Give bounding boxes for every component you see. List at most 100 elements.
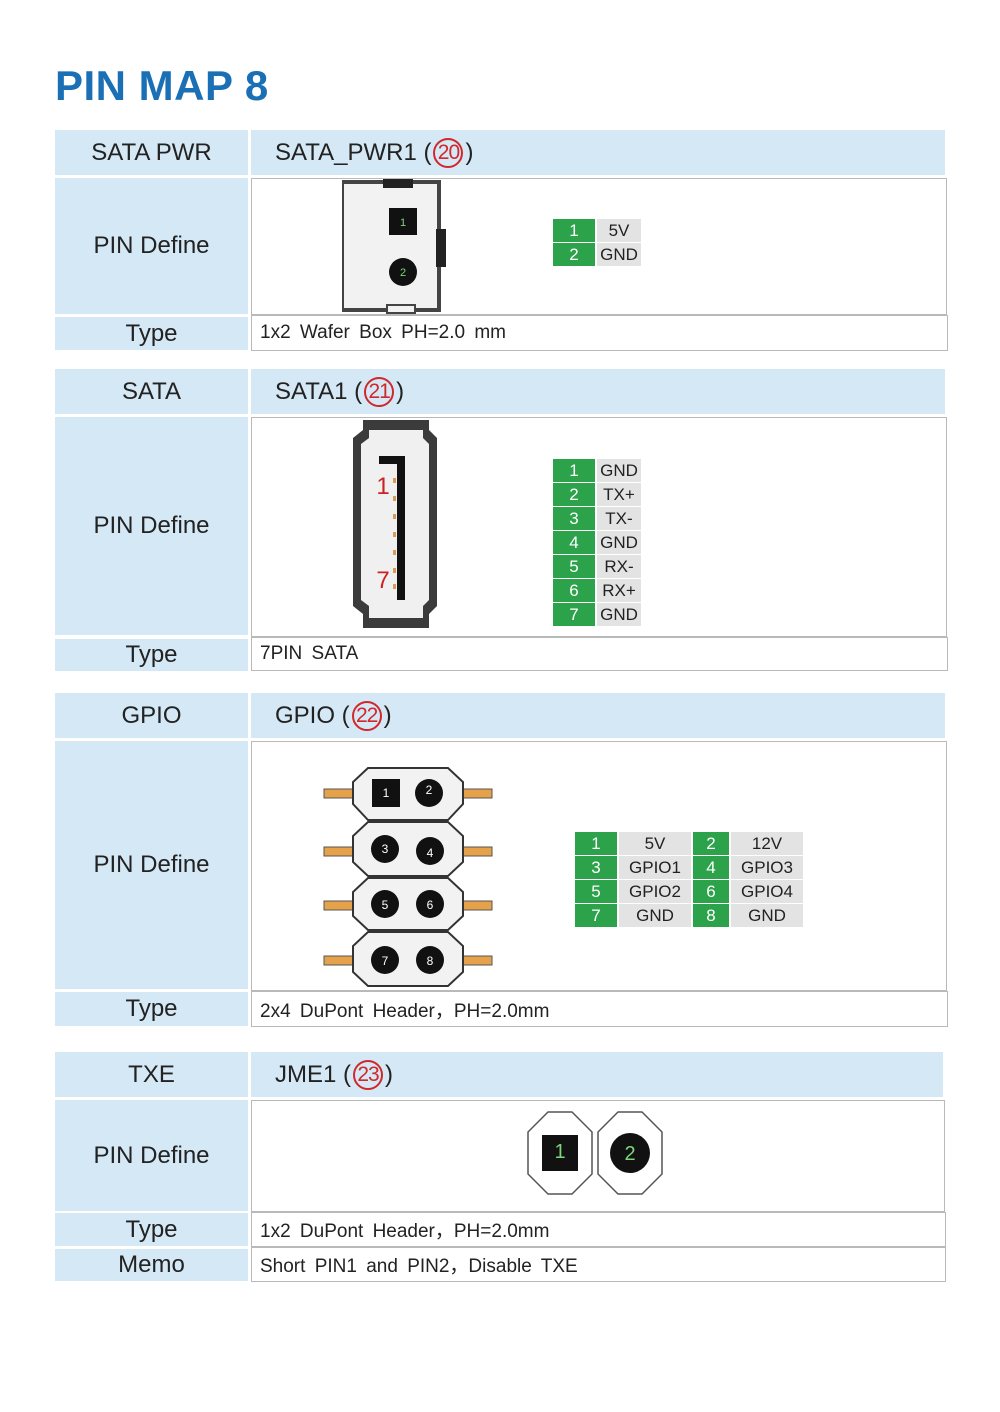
type-value: 2x4 DuPont Header，PH=2.0mm <box>251 991 948 1027</box>
pin-signal: GPIO3 <box>731 856 803 879</box>
sata-connector-diagram: 1 7 <box>353 420 437 628</box>
pin-signal: GND <box>619 904 691 927</box>
section-label: SATA <box>55 369 248 414</box>
diagram-pin-2: 2 <box>426 783 433 797</box>
diagram-pin-8: 8 <box>427 954 434 968</box>
pin-signal: GPIO4 <box>731 880 803 903</box>
pin-signal: GPIO2 <box>619 880 691 903</box>
dupont-header-diagram: 1 2 3 4 5 6 7 8 <box>323 767 493 987</box>
pin-number: 2 <box>553 483 595 506</box>
connector-name-close: ) <box>465 138 474 166</box>
pin-number: 5 <box>553 555 595 578</box>
pin-number: 7 <box>575 904 617 927</box>
connector-header: JME1 (23) <box>251 1052 943 1097</box>
pin-signal: 5V <box>619 832 691 855</box>
pin-number: 6 <box>693 880 729 903</box>
pin-signal: 12V <box>731 832 803 855</box>
pin-signal: GND <box>597 243 641 266</box>
pin-number: 3 <box>553 507 595 530</box>
pin-signal: RX- <box>597 555 641 578</box>
pin-number: 8 <box>693 904 729 927</box>
pin-number: 6 <box>553 579 595 602</box>
callout-number: 23 <box>353 1059 384 1090</box>
pin-define-label: PIN Define <box>55 178 248 314</box>
section-label: GPIO <box>55 693 248 738</box>
pin-number: 4 <box>693 856 729 879</box>
pin-signal: RX+ <box>597 579 641 602</box>
diagram-pin-1: 1 <box>376 473 389 500</box>
connector-name-close: ) <box>383 701 392 729</box>
memo-label: Memo <box>55 1249 248 1281</box>
pin-number: 1 <box>575 832 617 855</box>
diagram-pin-2: 2 <box>624 1143 635 1165</box>
pin-signal: 5V <box>597 219 641 242</box>
type-label: Type <box>55 1213 248 1246</box>
pin-number: 1 <box>553 459 595 482</box>
connector-name: GPIO ( <box>275 701 350 729</box>
pin-define-label: PIN Define <box>55 417 248 635</box>
diagram-pin-2: 2 <box>400 267 406 279</box>
pin-signal: GND <box>597 459 641 482</box>
connector-header: SATA_PWR1 (20) <box>251 130 945 175</box>
connector-name-close: ) <box>396 377 405 405</box>
type-label: Type <box>55 992 248 1026</box>
diagram-pin-1: 1 <box>554 1141 565 1163</box>
pin-number: 2 <box>553 243 595 266</box>
callout-number: 20 <box>433 137 464 168</box>
pin-number: 5 <box>575 880 617 903</box>
section-label: SATA PWR <box>55 130 248 175</box>
type-value: 1x2 DuPont Header，PH=2.0mm <box>251 1212 946 1247</box>
pin-number: 4 <box>553 531 595 554</box>
connector-name: SATA1 ( <box>275 377 363 405</box>
diagram-pin-6: 6 <box>427 898 434 912</box>
type-label: Type <box>55 317 248 350</box>
pin-number: 2 <box>693 832 729 855</box>
connector-name: JME1 ( <box>275 1060 352 1088</box>
pin-define-label: PIN Define <box>55 741 248 989</box>
diagram-pin-7: 7 <box>382 954 389 968</box>
type-value: 1x2 Wafer Box PH=2.0 mm <box>251 315 948 351</box>
page-title: PIN MAP 8 <box>55 62 269 109</box>
pin-signal: GPIO1 <box>619 856 691 879</box>
pin-number: 1 <box>553 219 595 242</box>
type-value: 7PIN SATA <box>251 637 948 671</box>
pin-define-label: PIN Define <box>55 1100 248 1211</box>
pin-signal: TX- <box>597 507 641 530</box>
diagram-pin-3: 3 <box>382 842 389 856</box>
pin-number: 3 <box>575 856 617 879</box>
diagram-pin-1: 1 <box>383 786 390 800</box>
callout-number: 21 <box>364 376 395 407</box>
diagram-pin-4: 4 <box>427 846 434 860</box>
connector-name-close: ) <box>385 1060 394 1088</box>
pin-signal: GND <box>597 531 641 554</box>
connector-header: SATA1 (21) <box>251 369 945 414</box>
pin-signal: GND <box>597 603 641 626</box>
diagram-pin-5: 5 <box>382 898 389 912</box>
connector-name: SATA_PWR1 ( <box>275 138 432 166</box>
pin-signal: GND <box>731 904 803 927</box>
callout-number: 22 <box>351 700 382 731</box>
header-body <box>352 767 464 987</box>
section-label: TXE <box>55 1052 248 1097</box>
jumper-header-diagram: 1 2 <box>527 1111 663 1195</box>
diagram-pin-7: 7 <box>376 567 389 594</box>
pin-number: 7 <box>553 603 595 626</box>
type-label: Type <box>55 639 248 671</box>
